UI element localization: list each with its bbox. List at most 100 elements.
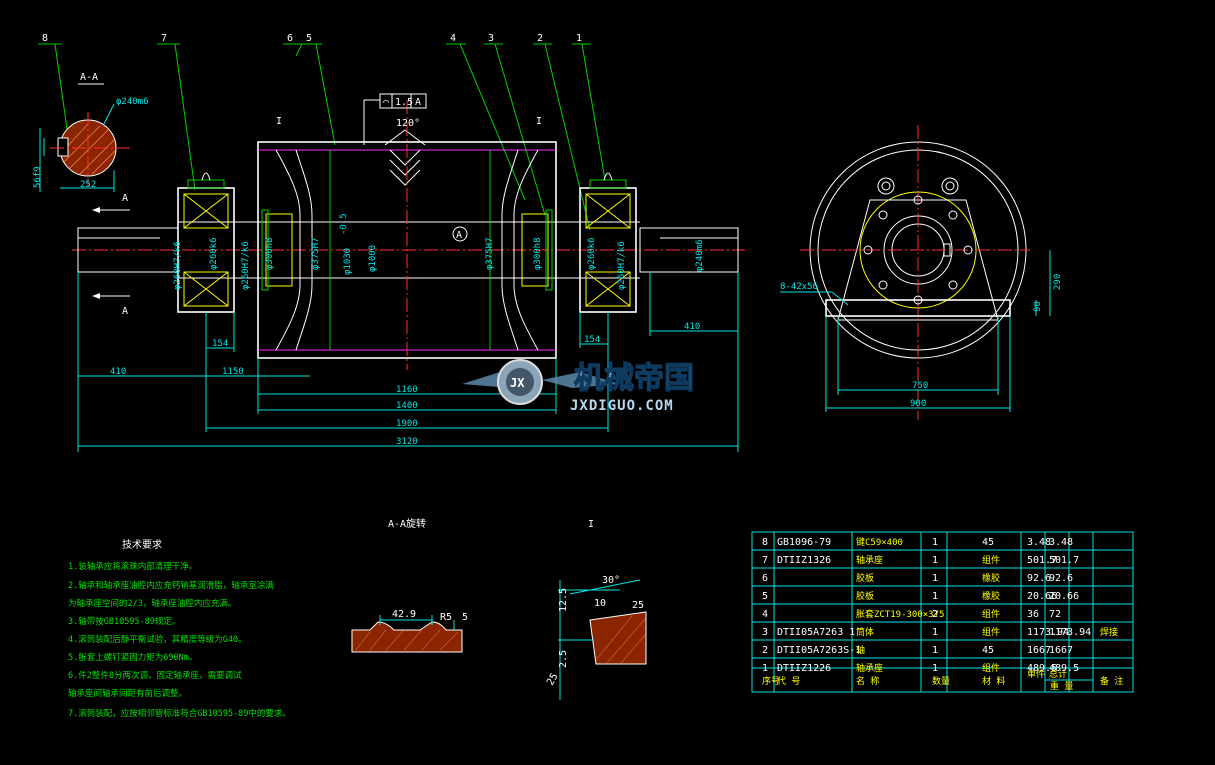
svg-text:2.轴承和轴承座油腔内应充钙钠基润滑脂，轴承室涂满: 2.轴承和轴承座油腔内应充钙钠基润滑脂，轴承室涂满 xyxy=(68,580,274,591)
dim-750: 750 xyxy=(912,381,928,391)
bom-cell: 焊接 xyxy=(1100,626,1118,638)
detail-mark-left: I xyxy=(276,116,282,127)
balloon-7: 7 xyxy=(161,33,167,44)
svg-text:φ375H7: φ375H7 xyxy=(311,237,321,270)
bom-cell: 45 xyxy=(982,645,994,656)
bom-cell: 501.7 xyxy=(1027,555,1057,566)
dim-56f9: 56f9 xyxy=(33,166,43,188)
bom-cell: 489.5 xyxy=(1027,663,1057,674)
svg-text:φ1030: φ1030 xyxy=(343,248,353,275)
bom-cell: 3.48 xyxy=(1027,537,1051,548)
bom-cell: 20.66 xyxy=(1049,591,1079,602)
bom-cell: 72 xyxy=(1049,609,1061,620)
cut-label-bottom: A xyxy=(122,306,128,317)
bom-table-grid xyxy=(751,531,1134,693)
svg-text:φ260k6: φ260k6 xyxy=(587,237,597,270)
gdt-frame xyxy=(363,93,427,145)
bom-cell: 45 xyxy=(982,537,994,548)
svg-text:3.轴带按GB10595-89规定。: 3.轴带按GB10595-89规定。 xyxy=(68,616,180,627)
watermark-en: JXDIGUO.COM xyxy=(570,398,674,414)
bom-cell: 橡胶 xyxy=(982,572,1000,584)
bom-header-cell: 材 料 xyxy=(982,675,1005,687)
svg-text:为轴承座空间的2/3，轴承座油腔内应充满。: 为轴承座空间的2/3，轴承座油腔内应充满。 xyxy=(68,598,236,609)
bom-cell: 1 xyxy=(932,627,938,638)
bom-cell: 轴承座 xyxy=(856,554,883,566)
bom-cell: DTIIZ1226 xyxy=(777,663,831,674)
bom-header-cell: 总计 xyxy=(1049,668,1067,680)
svg-text:φ260k6: φ260k6 xyxy=(209,237,219,270)
bom-cell: 3.48 xyxy=(1049,537,1073,548)
notes-title: 技术要求 xyxy=(122,538,162,551)
bom-cell: 489.5 xyxy=(1049,663,1079,674)
dim-900: 900 xyxy=(910,399,926,409)
dim-42-9: 42.9 xyxy=(392,609,416,620)
bom-cell: 组件 xyxy=(982,662,1000,674)
shaft-section xyxy=(50,112,130,186)
dim-12-5: 12.5 xyxy=(558,588,569,612)
bom-cell: 36 xyxy=(1027,609,1039,620)
side-view xyxy=(780,125,1051,420)
bom-header-cell: 单件 xyxy=(1027,668,1045,680)
svg-text:φ1000: φ1000 xyxy=(368,245,378,272)
bom-cell: 筒体 xyxy=(856,626,874,638)
dim-154-right: 154 xyxy=(584,335,600,345)
dim-252: 252 xyxy=(80,180,96,190)
cut-label-top: A xyxy=(122,193,128,204)
section-aa-label: A-A xyxy=(80,72,98,83)
bom-cell: 橡胶 xyxy=(982,590,1000,602)
bom-cell: 1 xyxy=(932,591,938,602)
dim-10: 10 xyxy=(594,598,606,609)
svg-text:φ260H7/k6: φ260H7/k6 xyxy=(173,241,183,290)
bom-cell: 1 xyxy=(932,645,938,656)
bom-header-cell: 代 号 xyxy=(777,676,800,687)
bom-cell: 组件 xyxy=(982,626,1000,638)
dim-2-5: 2.5 xyxy=(558,650,569,668)
center-section-title: A-A旋转 xyxy=(388,517,426,530)
bom-cell: 1 xyxy=(932,573,938,584)
balloon-6: 6 xyxy=(287,33,293,44)
svg-text:轴承座间轴承间距有前后调整。: 轴承座间轴承间距有前后调整。 xyxy=(68,688,187,699)
main-elevation xyxy=(72,100,745,370)
bom-cell: 2 xyxy=(762,645,768,656)
bom-cell: 8 xyxy=(762,537,768,548)
svg-text:φ240m6: φ240m6 xyxy=(695,239,705,272)
detail-mark-right: I xyxy=(536,116,542,127)
svg-text:4.滚筒装配后静平衡试验，其精度等级为G40。: 4.滚筒装配后静平衡试验，其精度等级为G40。 xyxy=(68,634,247,645)
bom-cell: 92.6 xyxy=(1049,573,1073,584)
notes-list: 1.装轴承应将滚珠内部清理干净。 2.轴承和轴承座油腔内应充钙钠基润滑脂，轴承室… xyxy=(68,561,291,719)
svg-text:-0.5: -0.5 xyxy=(339,213,349,235)
dim-1400: 1400 xyxy=(396,401,418,411)
bom-header-cell: 备 注 xyxy=(1100,675,1123,687)
angle-120: 120° xyxy=(396,118,420,129)
bom-cell: 胶板 xyxy=(856,590,874,602)
bom-cell: 轴承座 xyxy=(856,662,883,674)
svg-text:5.胀套上螺钉紧固力矩为690Nm。: 5.胀套上螺钉紧固力矩为690Nm。 xyxy=(68,652,197,663)
dim-154-left: 154 xyxy=(212,339,228,349)
detail-i-title: I xyxy=(588,519,594,530)
detail-i-section xyxy=(558,579,647,700)
bom-cell: 501.7 xyxy=(1049,555,1079,566)
bom-cell: 92.6 xyxy=(1027,573,1051,584)
lagging-section xyxy=(351,615,463,653)
bom-cell: 1667 xyxy=(1049,645,1073,656)
bom-cell: 组件 xyxy=(982,554,1000,566)
bom-cell: 1 xyxy=(932,537,938,548)
bom-cell: 1 xyxy=(932,663,938,674)
dim-410-right: 410 xyxy=(684,322,700,332)
bom-cell: 键C59×400 xyxy=(856,536,903,548)
bom-cell: 20.66 xyxy=(1027,591,1057,602)
svg-text:1.装轴承应将滚珠内部清理干净。: 1.装轴承应将滚珠内部清理干净。 xyxy=(68,561,197,572)
dim-r5: R5 xyxy=(440,612,452,623)
dim-3120: 3120 xyxy=(396,437,418,447)
watermark: JX 机械帝国 JXDIGUO.COM xyxy=(462,359,695,414)
fit-labels: φ260H7/k6 φ260k6 φ260H7/k6 φ300h8 φ375H7… xyxy=(173,213,705,290)
bom-cell: DTII05A7263S-1 xyxy=(777,645,861,656)
svg-text:6.件2整件8分两次调，固定轴承座，需要调试: 6.件2整件8分两次调，固定轴承座，需要调试 xyxy=(68,670,242,681)
bom-cell: 1667 xyxy=(1027,645,1051,656)
bom-cell: DTII05A7263 1 xyxy=(777,627,855,638)
cut-arrows xyxy=(92,207,130,299)
bom-cell: 轴 xyxy=(856,644,865,656)
dim-1150: 1150 xyxy=(222,367,244,377)
